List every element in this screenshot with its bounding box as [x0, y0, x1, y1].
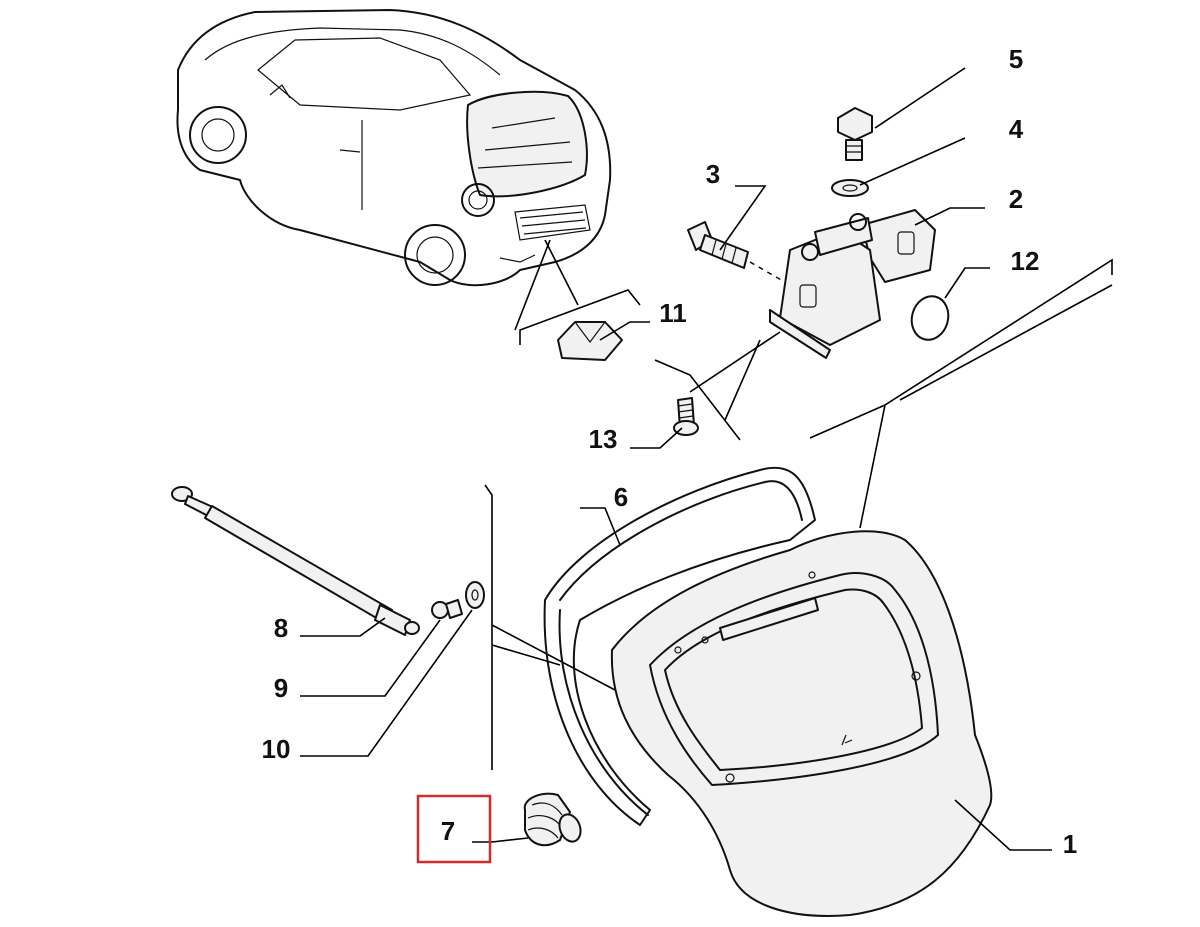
callout-6: 6	[614, 482, 628, 512]
callout-2: 2	[1009, 184, 1023, 214]
callout-3: 3	[706, 159, 720, 189]
callout-12: 12	[1011, 246, 1040, 276]
callout-13: 13	[589, 424, 618, 454]
callout-4: 4	[1009, 114, 1024, 144]
part-8-gas-strut	[171, 486, 420, 636]
callout-5: 5	[1009, 44, 1023, 74]
callout-10: 10	[262, 734, 291, 764]
part-5-bolt	[837, 107, 873, 161]
callout-labels: 1 2 3 4 5 6 7 8 9 10 11 12 13	[262, 44, 1078, 859]
callout-7: 7	[441, 816, 455, 846]
callout-9: 9	[274, 673, 288, 703]
part-1-tailgate	[610, 530, 993, 917]
highlight-box-7	[416, 794, 492, 864]
part-12-ring	[910, 295, 950, 341]
part-6-gasket	[543, 466, 816, 826]
callout-8: 8	[274, 613, 288, 643]
part-4-washer	[831, 179, 869, 197]
callout-1: 1	[1063, 829, 1077, 859]
part-3-bolt	[687, 221, 791, 286]
part-11-cover	[514, 239, 641, 361]
part-10-washer	[465, 581, 485, 609]
part-2-hinge	[769, 209, 936, 359]
assembly-guides	[484, 258, 1113, 770]
car-illustration	[176, 9, 612, 287]
part-9-ball-stud	[431, 599, 463, 619]
part-13-stud	[673, 397, 699, 436]
part-7-bumper	[523, 792, 582, 847]
callout-leaders	[300, 67, 1052, 851]
callout-11: 11	[659, 298, 687, 328]
